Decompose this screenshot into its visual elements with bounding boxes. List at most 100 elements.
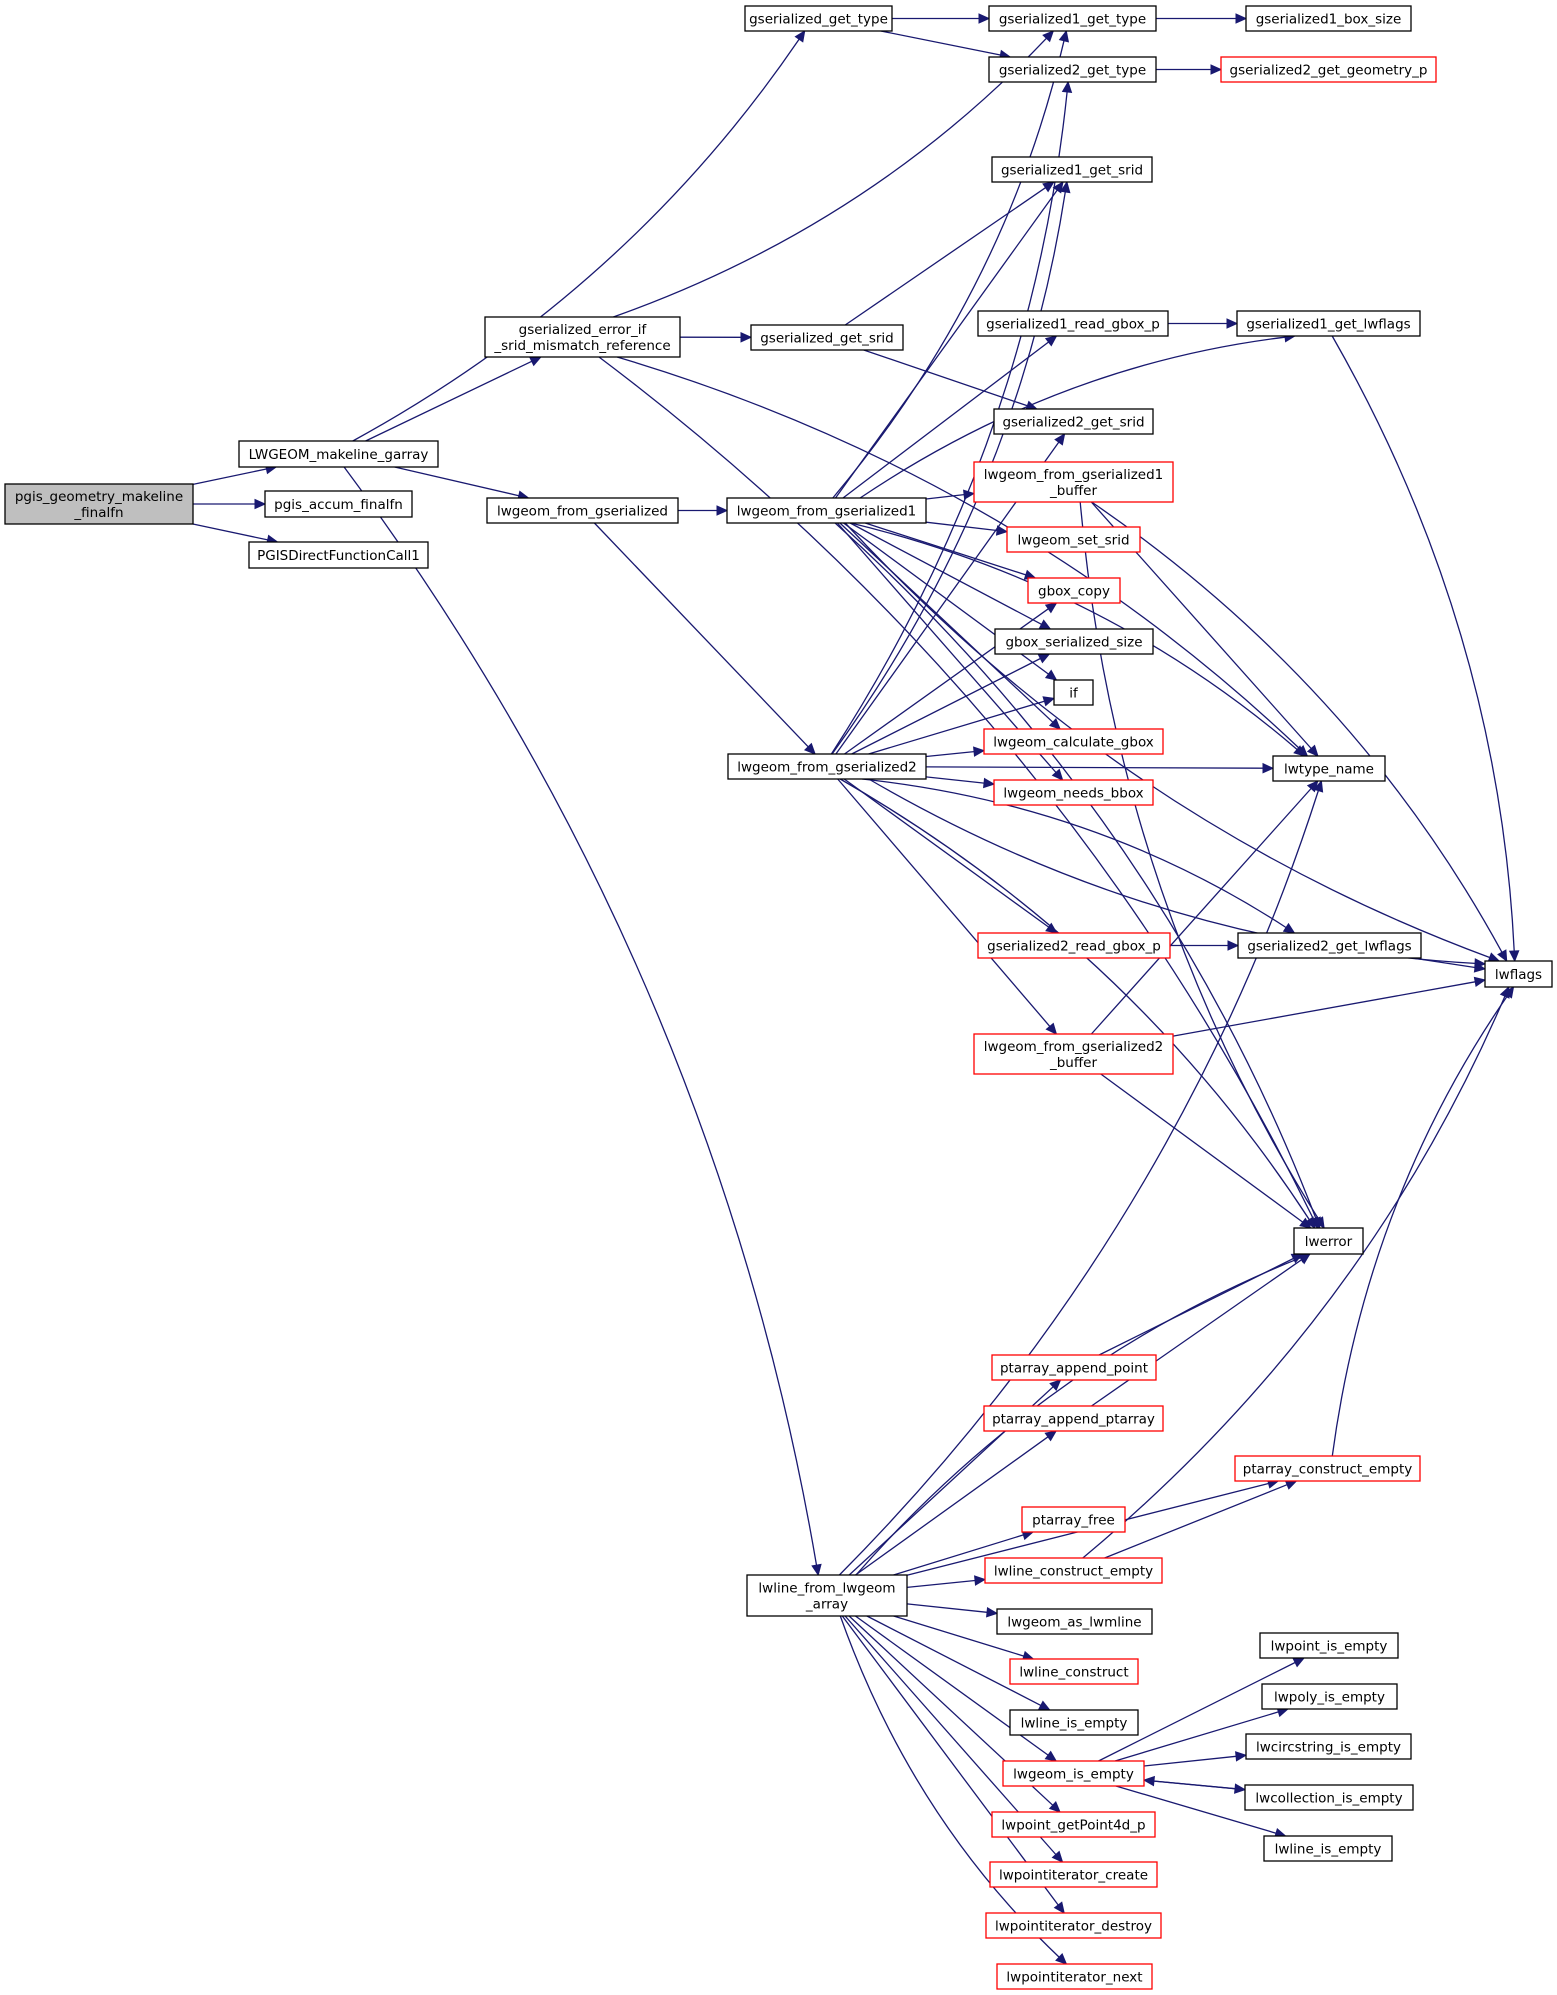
node-box[interactable] <box>991 1811 1156 1838</box>
node-box[interactable] <box>1245 5 1412 32</box>
node-box[interactable] <box>977 932 1171 959</box>
node-g2-get-srid[interactable]: gserialized2_get_srid <box>993 408 1154 435</box>
node-box[interactable] <box>1263 1835 1393 1862</box>
node-lwcollection-is-empty[interactable]: lwcollection_is_empty <box>1244 1784 1414 1811</box>
node-box[interactable] <box>1021 1506 1126 1533</box>
node-box[interactable] <box>1245 1733 1412 1760</box>
node-box[interactable] <box>248 541 429 569</box>
node-lwline-from-arr[interactable]: lwline_from_lwgeom_array <box>746 1574 908 1617</box>
node-g1-get-lwflags[interactable]: gserialized1_get_lwflags <box>1236 310 1421 337</box>
node-g2-read-gbox[interactable]: gserialized2_read_gbox_p <box>977 932 1171 959</box>
node-lwpi-next[interactable]: lwpointiterator_next <box>996 1963 1153 1990</box>
node-g1-read-gbox[interactable]: gserialized1_read_gbox_p <box>977 310 1169 337</box>
node-lw-from-g1[interactable]: lwgeom_from_gserialized1 <box>726 497 927 524</box>
node-box[interactable] <box>988 56 1157 83</box>
node-box[interactable] <box>1261 1683 1398 1710</box>
node-box[interactable] <box>991 156 1153 183</box>
node-box[interactable] <box>984 1557 1163 1584</box>
node-directcall1[interactable]: PGISDirectFunctionCall1 <box>248 541 429 569</box>
node-box[interactable] <box>1259 1632 1399 1659</box>
node-box[interactable] <box>1237 932 1422 959</box>
node-lw-from-g[interactable]: lwgeom_from_gserialized <box>486 497 679 524</box>
node-lwline-is-empty-b[interactable]: lwline_is_empty <box>1263 1835 1393 1862</box>
node-box[interactable] <box>1236 310 1421 337</box>
node-box[interactable] <box>750 324 904 351</box>
node-ptarray-append-ptarray[interactable]: ptarray_append_ptarray <box>983 1405 1164 1432</box>
node-box[interactable] <box>744 5 893 32</box>
node-box[interactable] <box>1009 1709 1139 1736</box>
node-box[interactable] <box>996 1608 1153 1635</box>
node-box[interactable] <box>1009 1658 1139 1685</box>
node-box[interactable] <box>484 316 681 358</box>
node-box[interactable] <box>238 440 439 468</box>
node-box[interactable] <box>726 497 927 524</box>
node-lw-set-srid[interactable]: lwgeom_set_srid <box>1006 526 1141 553</box>
node-ptarray-free[interactable]: ptarray_free <box>1021 1506 1126 1533</box>
node-g2-get-lwflags[interactable]: gserialized2_get_lwflags <box>1237 932 1422 959</box>
node-box[interactable] <box>1244 1784 1414 1811</box>
node-accum-finalfn[interactable]: pgis_accum_finalfn <box>264 490 413 518</box>
node-box[interactable] <box>1006 526 1141 553</box>
node-makeline-garray[interactable]: LWGEOM_makeline_garray <box>238 440 439 468</box>
node-g1-get-type[interactable]: gserialized1_get_type <box>988 5 1157 32</box>
node-lwtype-name[interactable]: lwtype_name <box>1272 755 1386 782</box>
node-lwpoint-is-empty[interactable]: lwpoint_is_empty <box>1259 1632 1399 1659</box>
node-lwpi-create[interactable]: lwpointiterator_create <box>989 1861 1158 1888</box>
node-lw-from-g2-buf[interactable]: lwgeom_from_gserialized2_buffer <box>973 1033 1174 1075</box>
node-gbox-copy[interactable]: gbox_copy <box>1027 577 1121 604</box>
node-g-error-srid[interactable]: gserialized_error_if_srid_mismatch_refer… <box>484 316 681 358</box>
node-box[interactable] <box>486 497 679 524</box>
node-box[interactable] <box>973 1033 1174 1075</box>
node-lwflags[interactable]: lwflags <box>1484 960 1553 988</box>
node-lw-as-lwmline[interactable]: lwgeom_as_lwmline <box>996 1608 1153 1635</box>
node-box[interactable] <box>1220 56 1437 83</box>
node-box[interactable] <box>994 628 1154 655</box>
node-g1-get-srid[interactable]: gserialized1_get_srid <box>991 156 1153 183</box>
node-box[interactable] <box>264 490 413 518</box>
node-box[interactable] <box>991 1354 1157 1381</box>
node-lwpoly-is-empty[interactable]: lwpoly_is_empty <box>1261 1683 1398 1710</box>
node-box[interactable] <box>985 1912 1162 1939</box>
node-box[interactable] <box>727 753 927 780</box>
node-ptarray-construct-empty[interactable]: ptarray_construct_empty <box>1234 1455 1421 1482</box>
node-g2-get-geom-p[interactable]: gserialized2_get_geometry_p <box>1220 56 1437 83</box>
node-lwerror[interactable]: lwerror <box>1293 1227 1364 1255</box>
node-lw-is-empty[interactable]: lwgeom_is_empty <box>1002 1760 1145 1787</box>
node-box[interactable] <box>1053 679 1094 706</box>
node-box[interactable] <box>1484 960 1553 988</box>
node-lw-from-g2[interactable]: lwgeom_from_gserialized2 <box>727 753 927 780</box>
node-box[interactable] <box>973 461 1174 503</box>
node-box[interactable] <box>1002 1760 1145 1787</box>
node-lwline-construct[interactable]: lwline_construct <box>1009 1658 1139 1685</box>
node-box[interactable] <box>1293 1227 1364 1255</box>
node-lwline-construct-empty[interactable]: lwline_construct_empty <box>984 1557 1163 1584</box>
node-box[interactable] <box>989 1861 1158 1888</box>
node-g1-box-size[interactable]: gserialized1_box_size <box>1245 5 1412 32</box>
node-box[interactable] <box>983 728 1164 755</box>
node-box[interactable] <box>1027 577 1121 604</box>
node-ptarray-append-point[interactable]: ptarray_append_point <box>991 1354 1157 1381</box>
node-box[interactable] <box>983 1405 1164 1432</box>
node-box[interactable] <box>746 1574 908 1617</box>
node-box[interactable] <box>1234 1455 1421 1482</box>
node-box[interactable] <box>993 779 1154 806</box>
node-gbox-ser-size[interactable]: gbox_serialized_size <box>994 628 1154 655</box>
node-root[interactable]: pgis_geometry_makeline_finalfn <box>4 483 194 525</box>
node-lwpoint-get4d[interactable]: lwpoint_getPoint4d_p <box>991 1811 1156 1838</box>
node-box[interactable] <box>1272 755 1386 782</box>
node-lwcircstring-is-empty[interactable]: lwcircstring_is_empty <box>1245 1733 1412 1760</box>
node-lw-needs-bbox[interactable]: lwgeom_needs_bbox <box>993 779 1154 806</box>
node-lw-from-g1-buf[interactable]: lwgeom_from_gserialized1_buffer <box>973 461 1174 503</box>
node-lwpi-destroy[interactable]: lwpointiterator_destroy <box>985 1912 1162 1939</box>
node-g2-get-type[interactable]: gserialized2_get_type <box>988 56 1157 83</box>
node-lw-calc-gbox[interactable]: lwgeom_calculate_gbox <box>983 728 1164 755</box>
node-box[interactable] <box>977 310 1169 337</box>
node-box[interactable] <box>988 5 1157 32</box>
node-if[interactable]: if <box>1053 679 1094 706</box>
node-box[interactable] <box>996 1963 1153 1990</box>
node-g-get-type[interactable]: gserialized_get_type <box>744 5 893 32</box>
node-lwline-is-empty-a[interactable]: lwline_is_empty <box>1009 1709 1139 1736</box>
node-g-get-srid[interactable]: gserialized_get_srid <box>750 324 904 351</box>
node-box[interactable] <box>4 483 194 525</box>
node-box[interactable] <box>993 408 1154 435</box>
